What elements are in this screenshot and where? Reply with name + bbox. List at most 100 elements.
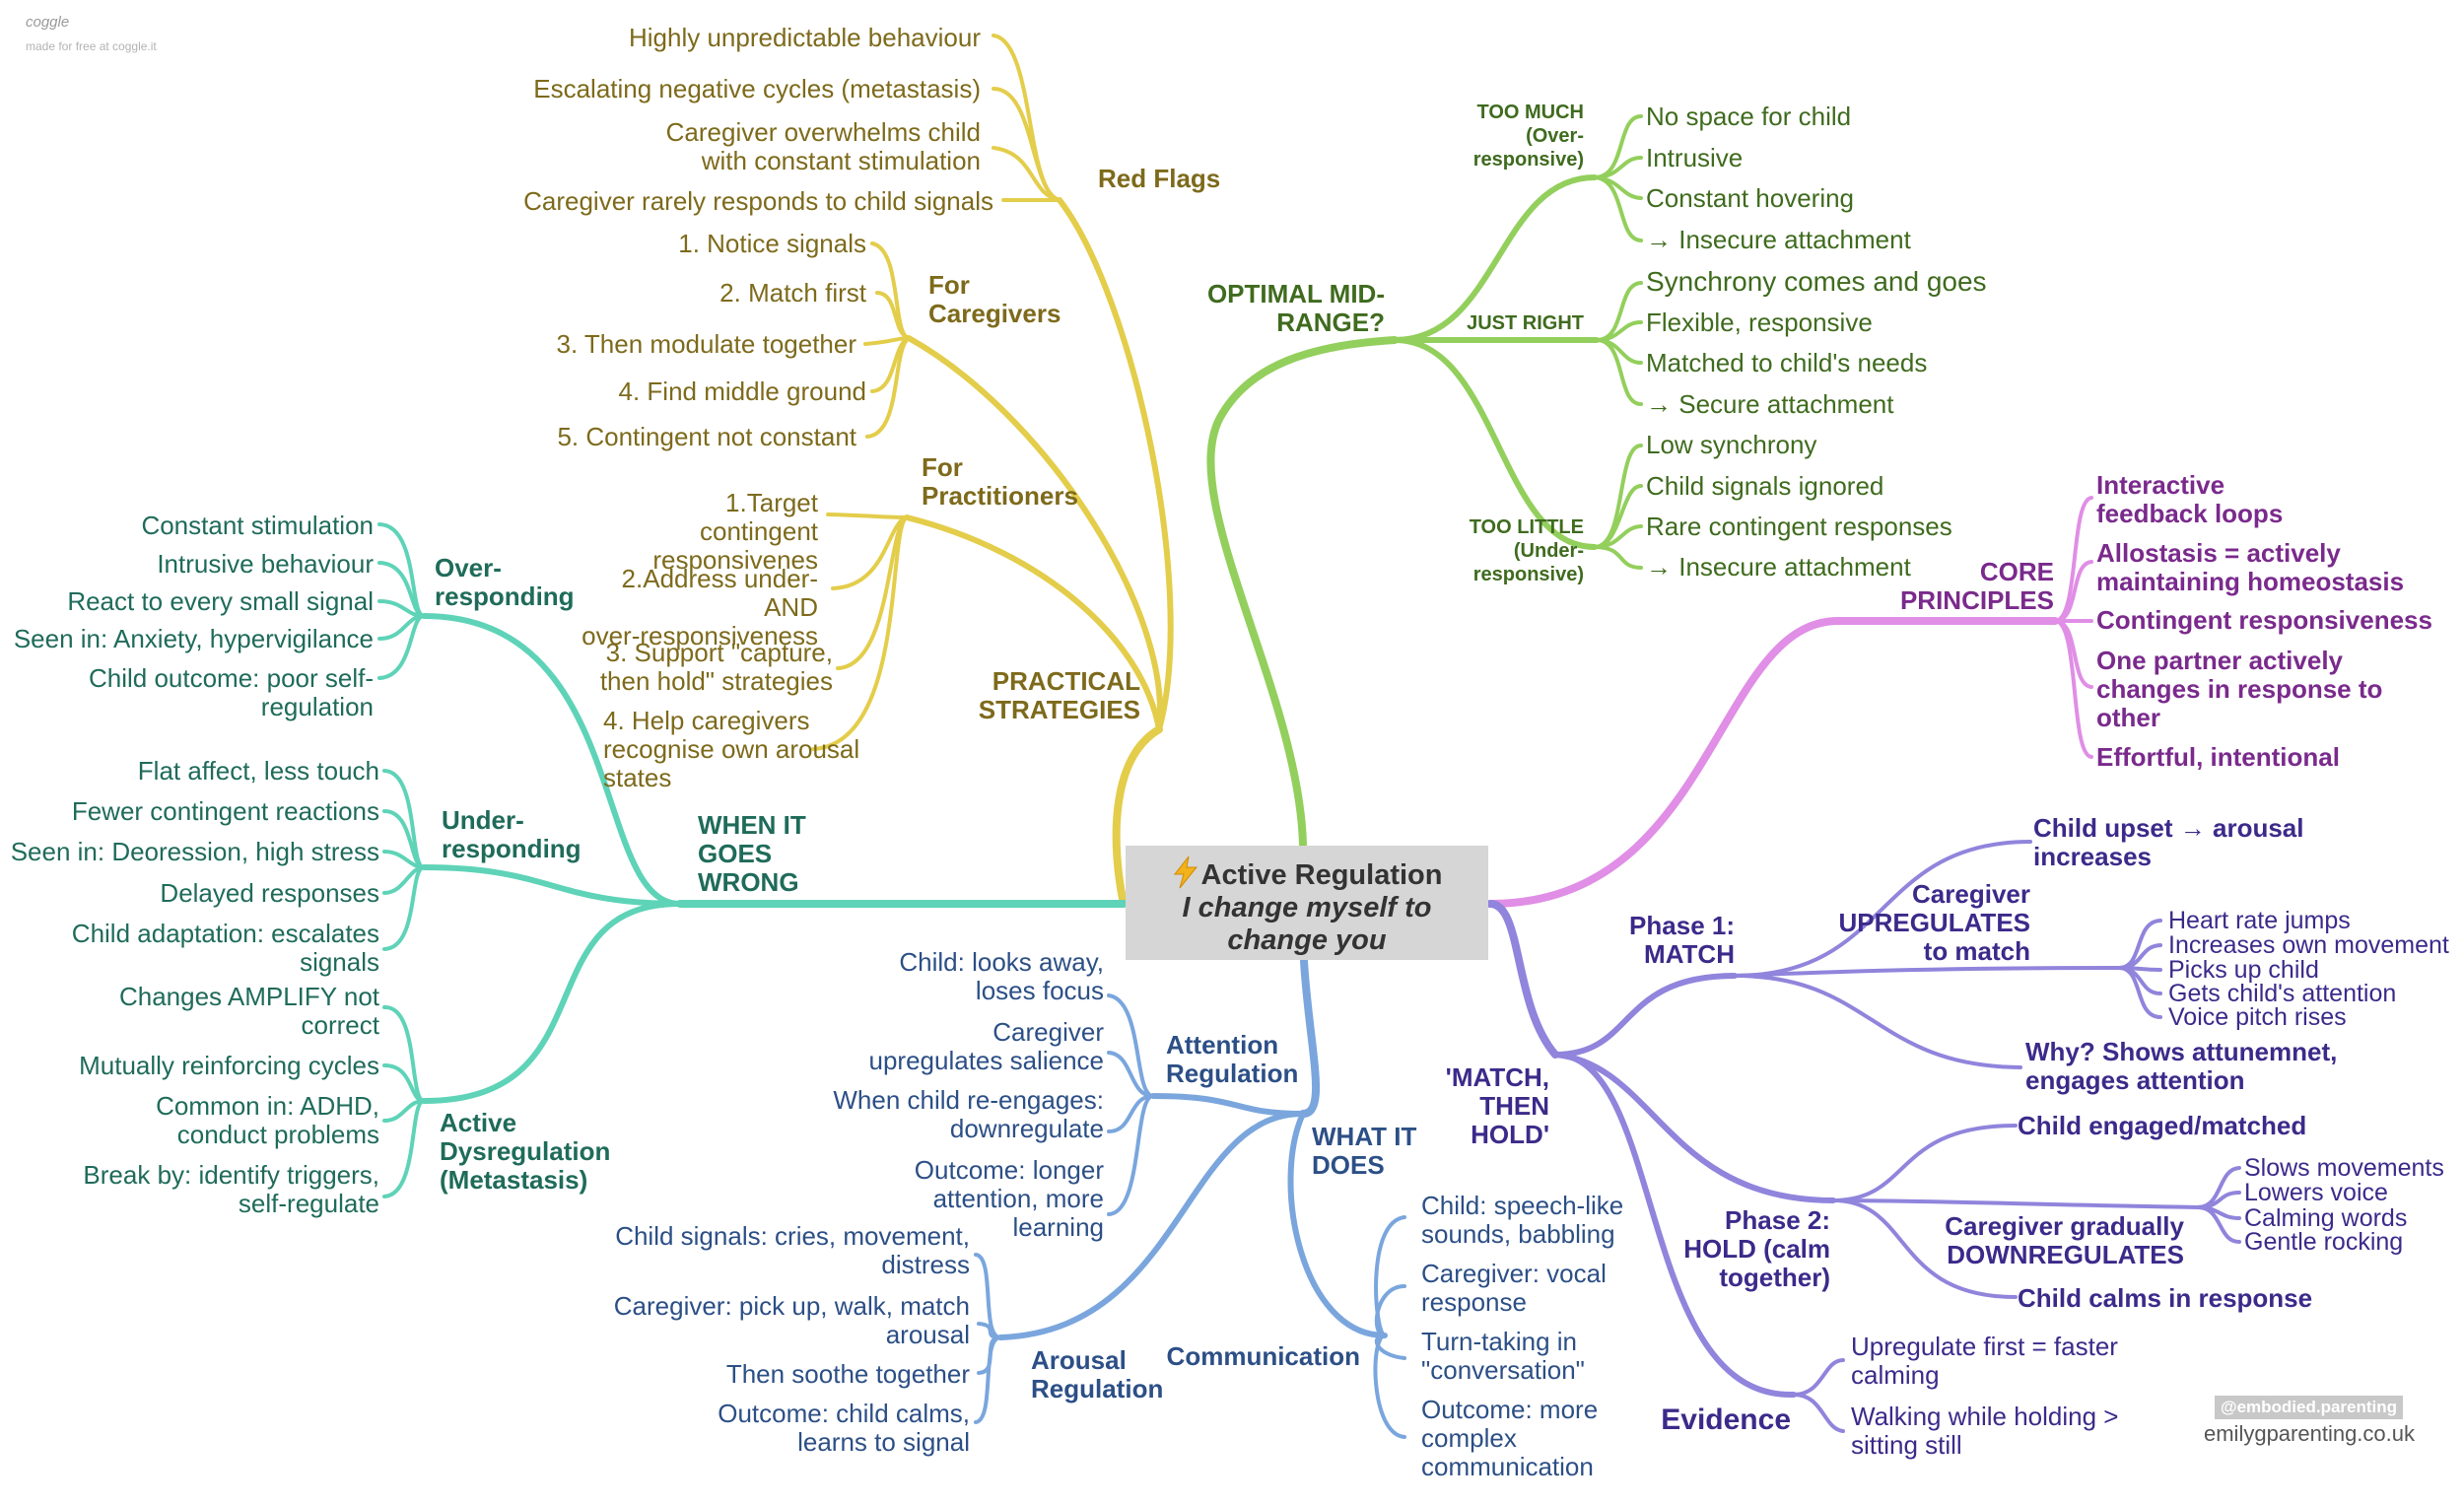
- phase2-child-engaged[interactable]: Child engaged/matched: [2018, 1111, 2307, 1140]
- practitioner-item[interactable]: 1.Target contingent responsivenes: [652, 488, 818, 575]
- upregulate-item[interactable]: Gets child's attention: [2168, 980, 2397, 1007]
- just-right-item[interactable]: Flexible, responsive: [1646, 308, 1873, 337]
- topic-what-it-does[interactable]: WHAT IT DOES: [1312, 1122, 1417, 1180]
- active-dysregulation-item[interactable]: Common in: ADHD, conduct problems: [156, 1091, 379, 1149]
- red-flag-item[interactable]: Highly unpredictable behaviour: [628, 23, 981, 52]
- red-flag-item[interactable]: Caregiver rarely responds to child signa…: [523, 186, 993, 216]
- core-principle-item[interactable]: Effortful, intentional: [2096, 742, 2340, 772]
- practitioner-item[interactable]: 4. Help caregivers recognise own arousal…: [603, 706, 860, 792]
- practitioner-item[interactable]: 2.Address under- AND over-responsiveness: [582, 564, 818, 650]
- phase1-why[interactable]: Why? Shows attunemnet, engages attention: [2025, 1037, 2338, 1095]
- upregulate-item[interactable]: Increases own movement: [2168, 931, 2449, 959]
- branch-wrong-under: [421, 864, 683, 907]
- arousal-item[interactable]: Outcome: child calms, learns to signal: [718, 1399, 970, 1457]
- evidence-item[interactable]: Walking while holding > sitting still: [1851, 1402, 2119, 1460]
- too-little-item[interactable]: Rare contingent responses: [1646, 512, 1952, 541]
- topic-phase2-hold[interactable]: Phase 2: HOLD (calm together): [1683, 1205, 1830, 1292]
- core-principle-item[interactable]: Contingent responsiveness: [2096, 605, 2432, 635]
- caregiver-step[interactable]: 4. Find middle ground: [618, 376, 866, 406]
- caregiver-step[interactable]: 1. Notice signals: [678, 229, 866, 258]
- branch-optimal-toomuch: [1392, 174, 1598, 343]
- attention-item[interactable]: Outcome: longer attention, more learning: [914, 1155, 1104, 1242]
- upregulate-item[interactable]: Voice pitch rises: [2168, 1003, 2347, 1031]
- too-little-item[interactable]: Low synchrony: [1646, 430, 1817, 459]
- topic-too-much[interactable]: TOO MUCH (Over- responsive): [1472, 102, 1584, 171]
- topic-too-little[interactable]: TOO LITTLE (Under- responsive): [1469, 516, 1584, 585]
- attention-item[interactable]: Child: looks away, loses focus: [899, 947, 1104, 1005]
- under-responding-item[interactable]: Child adaptation: escalates signals: [71, 919, 379, 977]
- active-dysregulation-item[interactable]: Break by: identify triggers, self-regula…: [83, 1160, 379, 1218]
- topic-caregiver-upregulates[interactable]: Caregiver UPREGULATES to match: [1838, 879, 2030, 966]
- communication-item[interactable]: Caregiver: vocal response: [1421, 1259, 1607, 1317]
- just-right-item[interactable]: Synchrony comes and goes: [1646, 266, 1987, 297]
- under-responding-item[interactable]: Seen in: Deoression, high stress: [10, 837, 379, 866]
- phase2-child-calms[interactable]: Child calms in response: [2018, 1283, 2313, 1313]
- too-little-item[interactable]: → Insecure attachment: [1646, 552, 1911, 581]
- under-responding-item[interactable]: Flat affect, less touch: [137, 756, 379, 786]
- topic-attention-regulation[interactable]: Attention Regulation: [1166, 1030, 1299, 1088]
- caregiver-step[interactable]: 5. Contingent not constant: [557, 422, 856, 451]
- core-principle-item[interactable]: Allostasis = actively maintaining homeos…: [2096, 538, 2405, 596]
- downregulate-item[interactable]: Lowers voice: [2244, 1179, 2388, 1206]
- evidence-item[interactable]: Upregulate first = faster calming: [1851, 1332, 2118, 1390]
- active-dysregulation-item[interactable]: Changes AMPLIFY not correct: [118, 982, 379, 1040]
- over-responding-item[interactable]: Intrusive behaviour: [157, 549, 374, 579]
- topic-active-dysregulation[interactable]: Active Dysregulation (Metastasis): [440, 1108, 611, 1195]
- core-principle-item[interactable]: Interactive feedback loops: [2096, 470, 2284, 528]
- topic-arousal-regulation[interactable]: Arousal Regulation: [1031, 1345, 1164, 1403]
- topic-over-responding[interactable]: Over- responding: [435, 553, 575, 611]
- branch-practical-practitioners: [904, 514, 1162, 732]
- too-much-item[interactable]: → Insecure attachment: [1646, 225, 1911, 254]
- core-principle-item[interactable]: One partner actively changes in response…: [2096, 646, 2383, 732]
- just-right-item[interactable]: Matched to child's needs: [1646, 348, 1928, 377]
- attention-item[interactable]: When child re-engages: downregulate: [833, 1085, 1104, 1143]
- topic-under-responding[interactable]: Under- responding: [442, 805, 582, 863]
- under-responding-item[interactable]: Delayed responses: [160, 878, 379, 908]
- too-little-item[interactable]: Child signals ignored: [1646, 471, 1884, 501]
- arousal-item[interactable]: Child signals: cries, movement, distress: [615, 1221, 970, 1279]
- communication-item[interactable]: Outcome: more complex communication: [1421, 1395, 1599, 1481]
- topic-caregiver-downregulates[interactable]: Caregiver gradually DOWNREGULATES: [1945, 1211, 2184, 1269]
- communication-item[interactable]: Child: speech-like sounds, babbling: [1421, 1191, 1624, 1249]
- downregulate-item[interactable]: Slows movements: [2244, 1154, 2444, 1182]
- topic-when-it-goes-wrong[interactable]: WHEN IT GOES WRONG: [698, 810, 806, 897]
- red-flag-item[interactable]: Caregiver overwhelms child with constant…: [665, 117, 981, 175]
- topic-red-flags[interactable]: Red Flags: [1098, 164, 1221, 193]
- branch-center-match: [1486, 900, 1559, 1059]
- topic-just-right[interactable]: JUST RIGHT: [1467, 312, 1584, 334]
- topic-match-then-hold[interactable]: 'MATCH, THEN HOLD': [1445, 1062, 1549, 1149]
- downregulate-item[interactable]: Gentle rocking: [2244, 1228, 2404, 1256]
- topic-communication[interactable]: Communication: [1166, 1341, 1360, 1371]
- under-responding-item[interactable]: Fewer contingent reactions: [71, 796, 379, 826]
- topic-practical-strategies[interactable]: PRACTICAL STRATEGIES: [978, 666, 1140, 724]
- topic-core-principles[interactable]: CORE PRINCIPLES: [1899, 557, 2054, 615]
- over-responding-item[interactable]: Seen in: Anxiety, hypervigilance: [13, 624, 374, 653]
- upregulate-item[interactable]: Picks up child: [2168, 956, 2319, 984]
- too-much-item[interactable]: No space for child: [1646, 102, 1852, 131]
- caregiver-step[interactable]: 3. Then modulate together: [556, 329, 856, 359]
- active-dysregulation-item[interactable]: Mutually reinforcing cycles: [79, 1051, 379, 1080]
- communication-item[interactable]: Turn-taking in "conversation": [1421, 1327, 1585, 1385]
- topic-optimal-mid-range[interactable]: OPTIMAL MID- RANGE?: [1206, 279, 1385, 337]
- topic-phase1-match[interactable]: Phase 1: MATCH: [1629, 911, 1735, 969]
- topic-evidence[interactable]: Evidence: [1661, 1403, 1791, 1436]
- upregulate-item[interactable]: Heart rate jumps: [2168, 907, 2351, 934]
- over-responding-item[interactable]: Child outcome: poor self- regulation: [88, 663, 374, 721]
- caregiver-step[interactable]: 2. Match first: [719, 278, 866, 308]
- topic-for-practitioners[interactable]: For Practitioners: [922, 452, 1078, 511]
- over-responding-item[interactable]: React to every small signal: [67, 586, 374, 616]
- central-topic[interactable]: Active Regulation I change myself to cha…: [1126, 846, 1488, 960]
- too-much-item[interactable]: Intrusive: [1646, 143, 1744, 172]
- phase1-child-upset[interactable]: Child upset → arousal increases: [2033, 813, 2304, 871]
- downregulate-item[interactable]: Calming words: [2244, 1204, 2408, 1232]
- red-flag-item[interactable]: Escalating negative cycles (metastasis): [533, 74, 981, 103]
- over-responding-item[interactable]: Constant stimulation: [141, 511, 374, 540]
- topic-for-caregivers[interactable]: For Caregivers: [928, 270, 1061, 328]
- arousal-item[interactable]: Caregiver: pick up, walk, match arousal: [613, 1291, 970, 1349]
- practitioner-item[interactable]: 3. Support "capture, then hold" strategi…: [599, 638, 833, 696]
- just-right-item[interactable]: → Secure attachment: [1646, 389, 1894, 419]
- attention-item[interactable]: Caregiver upregulates salience: [868, 1017, 1105, 1075]
- arousal-item[interactable]: Then soothe together: [725, 1359, 970, 1389]
- too-much-item[interactable]: Constant hovering: [1646, 183, 1855, 213]
